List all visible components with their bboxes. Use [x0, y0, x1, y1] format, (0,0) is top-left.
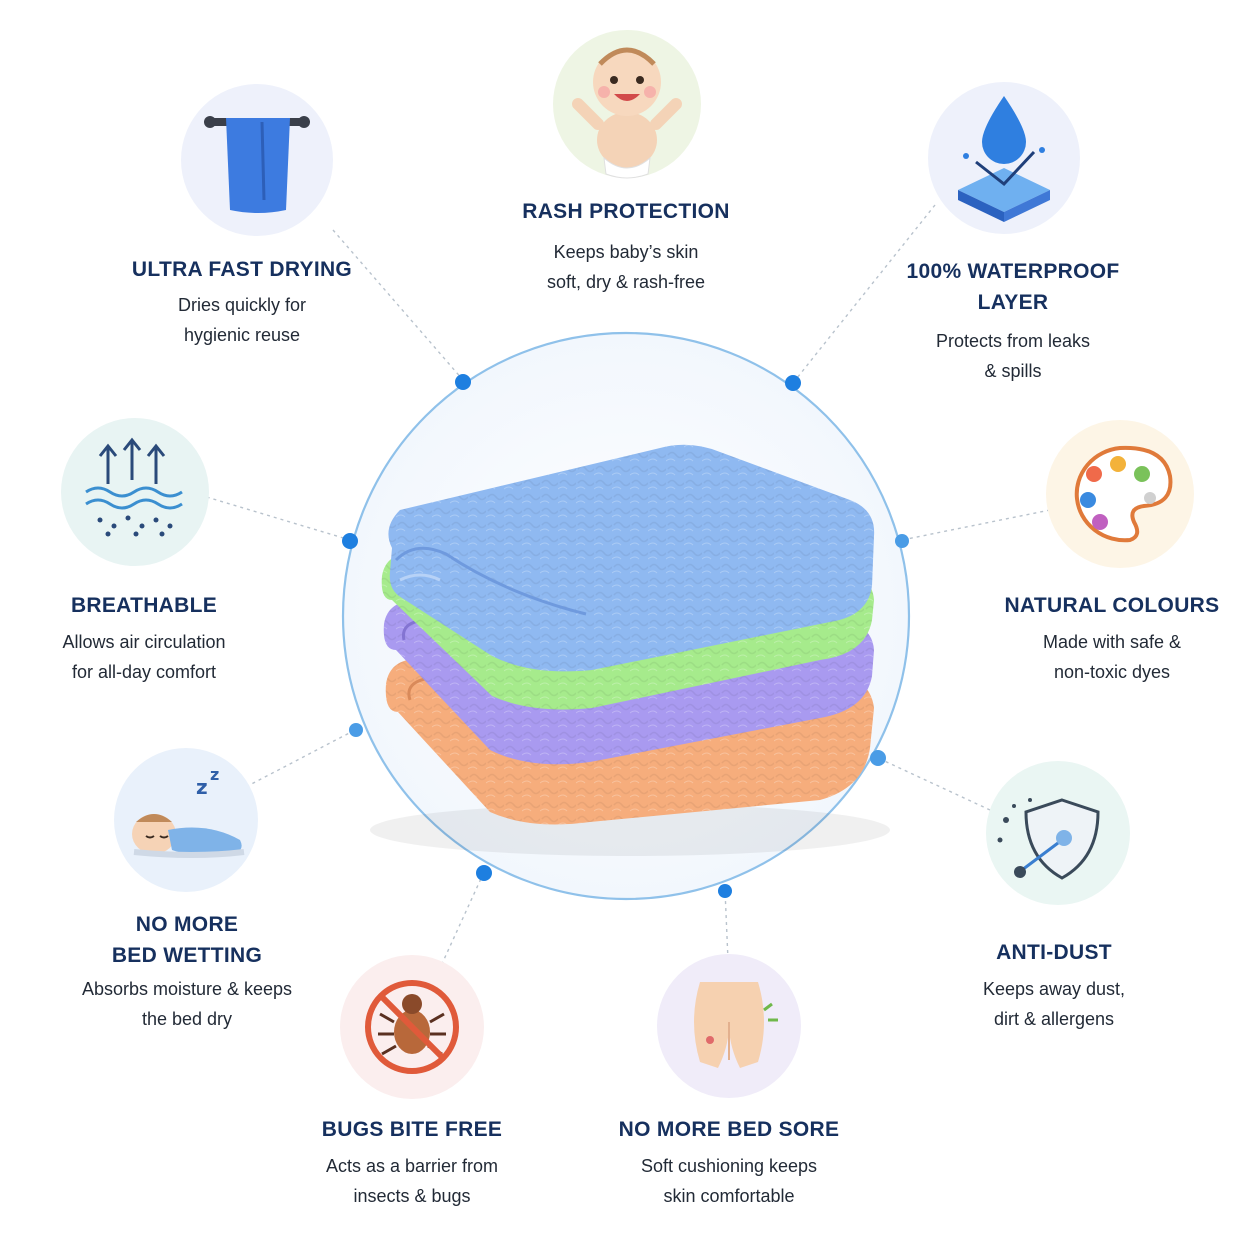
no-more-bed-wetting-title: NO MORE BED WETTING: [111, 913, 263, 967]
natural-colours-title: NATURAL COLOURS: [1004, 594, 1220, 617]
no-more-bed-sore-title: NO MORE BED SORE: [618, 1118, 840, 1141]
breathable-icon-circle: [61, 418, 209, 566]
rash-protection-title: RASH PROTECTION: [522, 200, 730, 223]
bugs-bite-free-desc: Acts as a barrier from insects & bugs: [325, 1156, 499, 1206]
happy-baby-icon: [572, 47, 682, 179]
anti-dust-title: ANTI-DUST: [996, 941, 1112, 964]
no-more-bed-sore-desc: Soft cushioning keeps skin comfortable: [640, 1156, 818, 1206]
svg-text:z: z: [210, 765, 219, 784]
svg-text:z: z: [196, 775, 208, 799]
towel-on-rail-icon: [204, 116, 310, 213]
waterproof-layer-desc: Protects from leaks & spills: [935, 331, 1091, 381]
sleeping-baby-icon: z z: [132, 765, 245, 858]
ultra-fast-drying-icon-circle: [181, 84, 333, 236]
anti-dust-icon-circle: [986, 761, 1130, 905]
no-more-bed-wetting-desc: Absorbs moisture & keeps the bed dry: [81, 979, 293, 1029]
bed-sore-relief-icon: [694, 982, 778, 1068]
bugs-bite-free-icon-circle: [340, 955, 484, 1099]
no-bug-icon: [365, 980, 459, 1074]
towel-stack-image: [370, 444, 890, 856]
natural-colours-desc: Made with safe & non-toxic dyes: [1042, 632, 1182, 682]
waterproof-layer-title: 100% WATERPROOF LAYER: [906, 260, 1120, 314]
bugs-bite-free-title: BUGS BITE FREE: [321, 1118, 503, 1141]
shield-dust-icon: [997, 798, 1100, 880]
breathable-desc: Allows air circulation for all-day comfo…: [62, 632, 226, 682]
no-more-bed-wetting-icon-circle: z z: [114, 748, 258, 892]
anti-dust-desc: Keeps away dust, dirt & allergens: [982, 979, 1126, 1029]
ultra-fast-drying-title: ULTRA FAST DRYING: [131, 258, 353, 281]
ultra-fast-drying-desc: Dries quickly for hygienic reuse: [177, 295, 307, 345]
paint-palette-icon: [1074, 445, 1173, 543]
connector-dots: [342, 374, 909, 898]
rash-protection-desc: Keeps baby’s skin soft, dry & rash-free: [546, 242, 706, 292]
water-drop-layer-icon: [958, 96, 1050, 222]
natural-colours-icon-circle: [1046, 420, 1194, 568]
waterproof-layer-icon-circle: [928, 82, 1080, 234]
rash-protection-icon-circle: [553, 30, 701, 179]
no-more-bed-sore-icon-circle: [657, 954, 801, 1098]
air-flow-arrows-icon: [85, 437, 183, 537]
breathable-title: BREATHABLE: [70, 594, 218, 617]
